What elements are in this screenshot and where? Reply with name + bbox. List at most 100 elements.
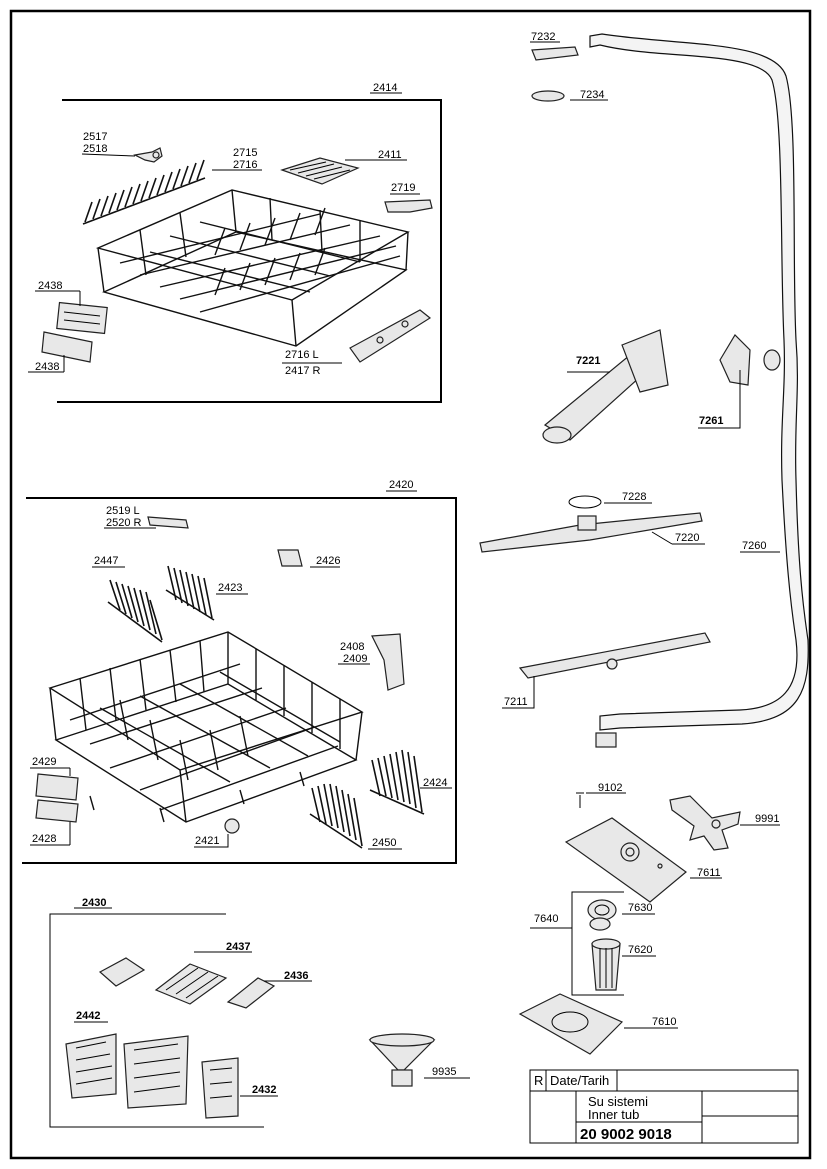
label-2716L: 2716 L — [285, 349, 319, 361]
cup-shelf-part — [280, 157, 360, 185]
lower-side-part-a — [35, 773, 79, 801]
label-2420: 2420 — [389, 479, 413, 491]
lower-spray-arm-part — [518, 632, 711, 679]
label-7620: 7620 — [628, 944, 652, 956]
basket-side-part-b — [41, 331, 93, 363]
lower-tine-row-2423 — [165, 565, 215, 621]
hose-connector-part — [531, 46, 579, 61]
water-pipe-7260 — [589, 33, 809, 731]
label-2438-b: 2438 — [35, 361, 59, 373]
lower-wheel-part — [277, 549, 303, 567]
label-2430: 2430 — [82, 897, 106, 909]
label-2417R: 2417 R — [285, 365, 321, 377]
cutlery-shelf-part-2436 — [226, 977, 276, 1009]
label-2432: 2432 — [252, 1084, 276, 1096]
label-2519L: 2519 L — [106, 505, 140, 517]
label-7221: 7221 — [576, 355, 600, 367]
lower-tine-row-2450 — [309, 783, 363, 849]
lower-basket-wireframe — [48, 631, 364, 823]
upper-basket-group: 2414 2517 2518 2715 2716 2411 — [28, 82, 442, 403]
label-2518: 2518 — [83, 143, 107, 155]
label-7234: 7234 — [580, 89, 604, 101]
lower-side-part-b — [35, 799, 79, 823]
cutlery-basket-small-part — [201, 1057, 239, 1119]
label-2428: 2428 — [32, 833, 56, 845]
label-2429: 2429 — [32, 756, 56, 768]
cutlery-basket-middle-part — [123, 1035, 189, 1109]
page-frame — [9, 9, 812, 1160]
label-2423: 2423 — [218, 582, 242, 594]
cutlery-shelf-part-2437 — [154, 963, 228, 1005]
lower-tine-row-2447 — [107, 579, 163, 643]
label-7228: 7228 — [622, 491, 646, 503]
upper-tine-row — [82, 159, 206, 225]
label-2426: 2426 — [316, 555, 340, 567]
label-2719: 2719 — [391, 182, 415, 194]
label-7260: 7260 — [742, 540, 766, 552]
spray-arm-gasket-part — [568, 495, 602, 509]
label-9935: 9935 — [432, 1066, 456, 1078]
rail-clip-part — [384, 199, 433, 213]
title-doc-number: 20 9002 9018 — [580, 1126, 672, 1143]
label-2411: 2411 — [378, 149, 402, 161]
label-7610: 7610 — [652, 1016, 676, 1028]
filter-cover-plate-part — [564, 817, 687, 903]
salt-funnel-part — [368, 1033, 436, 1087]
seal-ring-part — [531, 90, 565, 102]
label-7640: 7640 — [534, 913, 558, 925]
label-2437: 2437 — [226, 941, 250, 953]
label-2436: 2436 — [284, 970, 308, 982]
coarse-filter-part — [591, 938, 621, 991]
lower-wheel-small-part — [224, 818, 240, 834]
label-9991: 9991 — [755, 813, 779, 825]
lower-basket-group: 2420 2519 L 2520 R 2426 2447 2423 — [22, 479, 457, 864]
label-7611: 7611 — [697, 867, 721, 879]
lower-tine-row-2424 — [369, 749, 425, 815]
upper-basket-bracket — [57, 99, 442, 403]
basket-side-part-a — [56, 301, 108, 335]
filter-bracket-part — [669, 795, 741, 851]
label-2520R: 2520 R — [106, 517, 142, 529]
label-2414: 2414 — [373, 82, 397, 94]
lower-rail-clip-part — [147, 516, 189, 529]
title-desc-en: Inner tub — [588, 1107, 639, 1122]
basket-rail-part — [349, 309, 432, 363]
cutlery-bracket — [49, 913, 264, 1128]
label-2421: 2421 — [195, 835, 219, 847]
upper-spray-feed-part — [542, 329, 669, 444]
label-7220: 7220 — [675, 532, 699, 544]
label-2716: 2716 — [233, 159, 257, 171]
label-2442: 2442 — [76, 1010, 100, 1022]
label-2408: 2408 — [340, 641, 364, 653]
filter-plate-part — [518, 993, 624, 1055]
lower-basket-bracket — [22, 497, 457, 864]
label-2438-a: 2438 — [38, 280, 62, 292]
cutlery-basket-large-part — [65, 1033, 117, 1099]
cutlery-group: 2430 2437 2436 2442 243 — [49, 897, 312, 1128]
micro-filter-part — [587, 899, 617, 931]
label-2450: 2450 — [372, 837, 396, 849]
label-2424: 2424 — [423, 777, 447, 789]
cutlery-shelf-part-a — [98, 957, 146, 987]
label-2715: 2715 — [233, 147, 257, 159]
title-block: R Date/Tarih Su sistemi Inner tub 20 900… — [529, 1069, 799, 1144]
label-2517: 2517 — [83, 131, 107, 143]
label-2447: 2447 — [94, 555, 118, 567]
label-7232: 7232 — [531, 31, 555, 43]
title-date-label: Date/Tarih — [550, 1073, 609, 1088]
label-7211: 7211 — [504, 696, 528, 708]
cup-hook-part — [133, 147, 163, 163]
hose-clamp-part — [719, 334, 751, 386]
label-7261: 7261 — [699, 415, 723, 427]
label-9102: 9102 — [598, 782, 622, 794]
screw-part — [576, 792, 584, 808]
label-7630: 7630 — [628, 902, 652, 914]
title-desc-tr: Su sistemi — [588, 1094, 648, 1109]
upper-basket-wireframe — [95, 189, 410, 347]
title-rev: R — [534, 1073, 543, 1088]
filter-group: 9102 9991 7611 7640 7630 — [518, 782, 780, 1055]
lower-side-clip-part — [371, 633, 405, 691]
water-system-group: 7232 7234 7260 7261 7221 7228 7220 — [479, 31, 809, 748]
label-2409: 2409 — [343, 653, 367, 665]
